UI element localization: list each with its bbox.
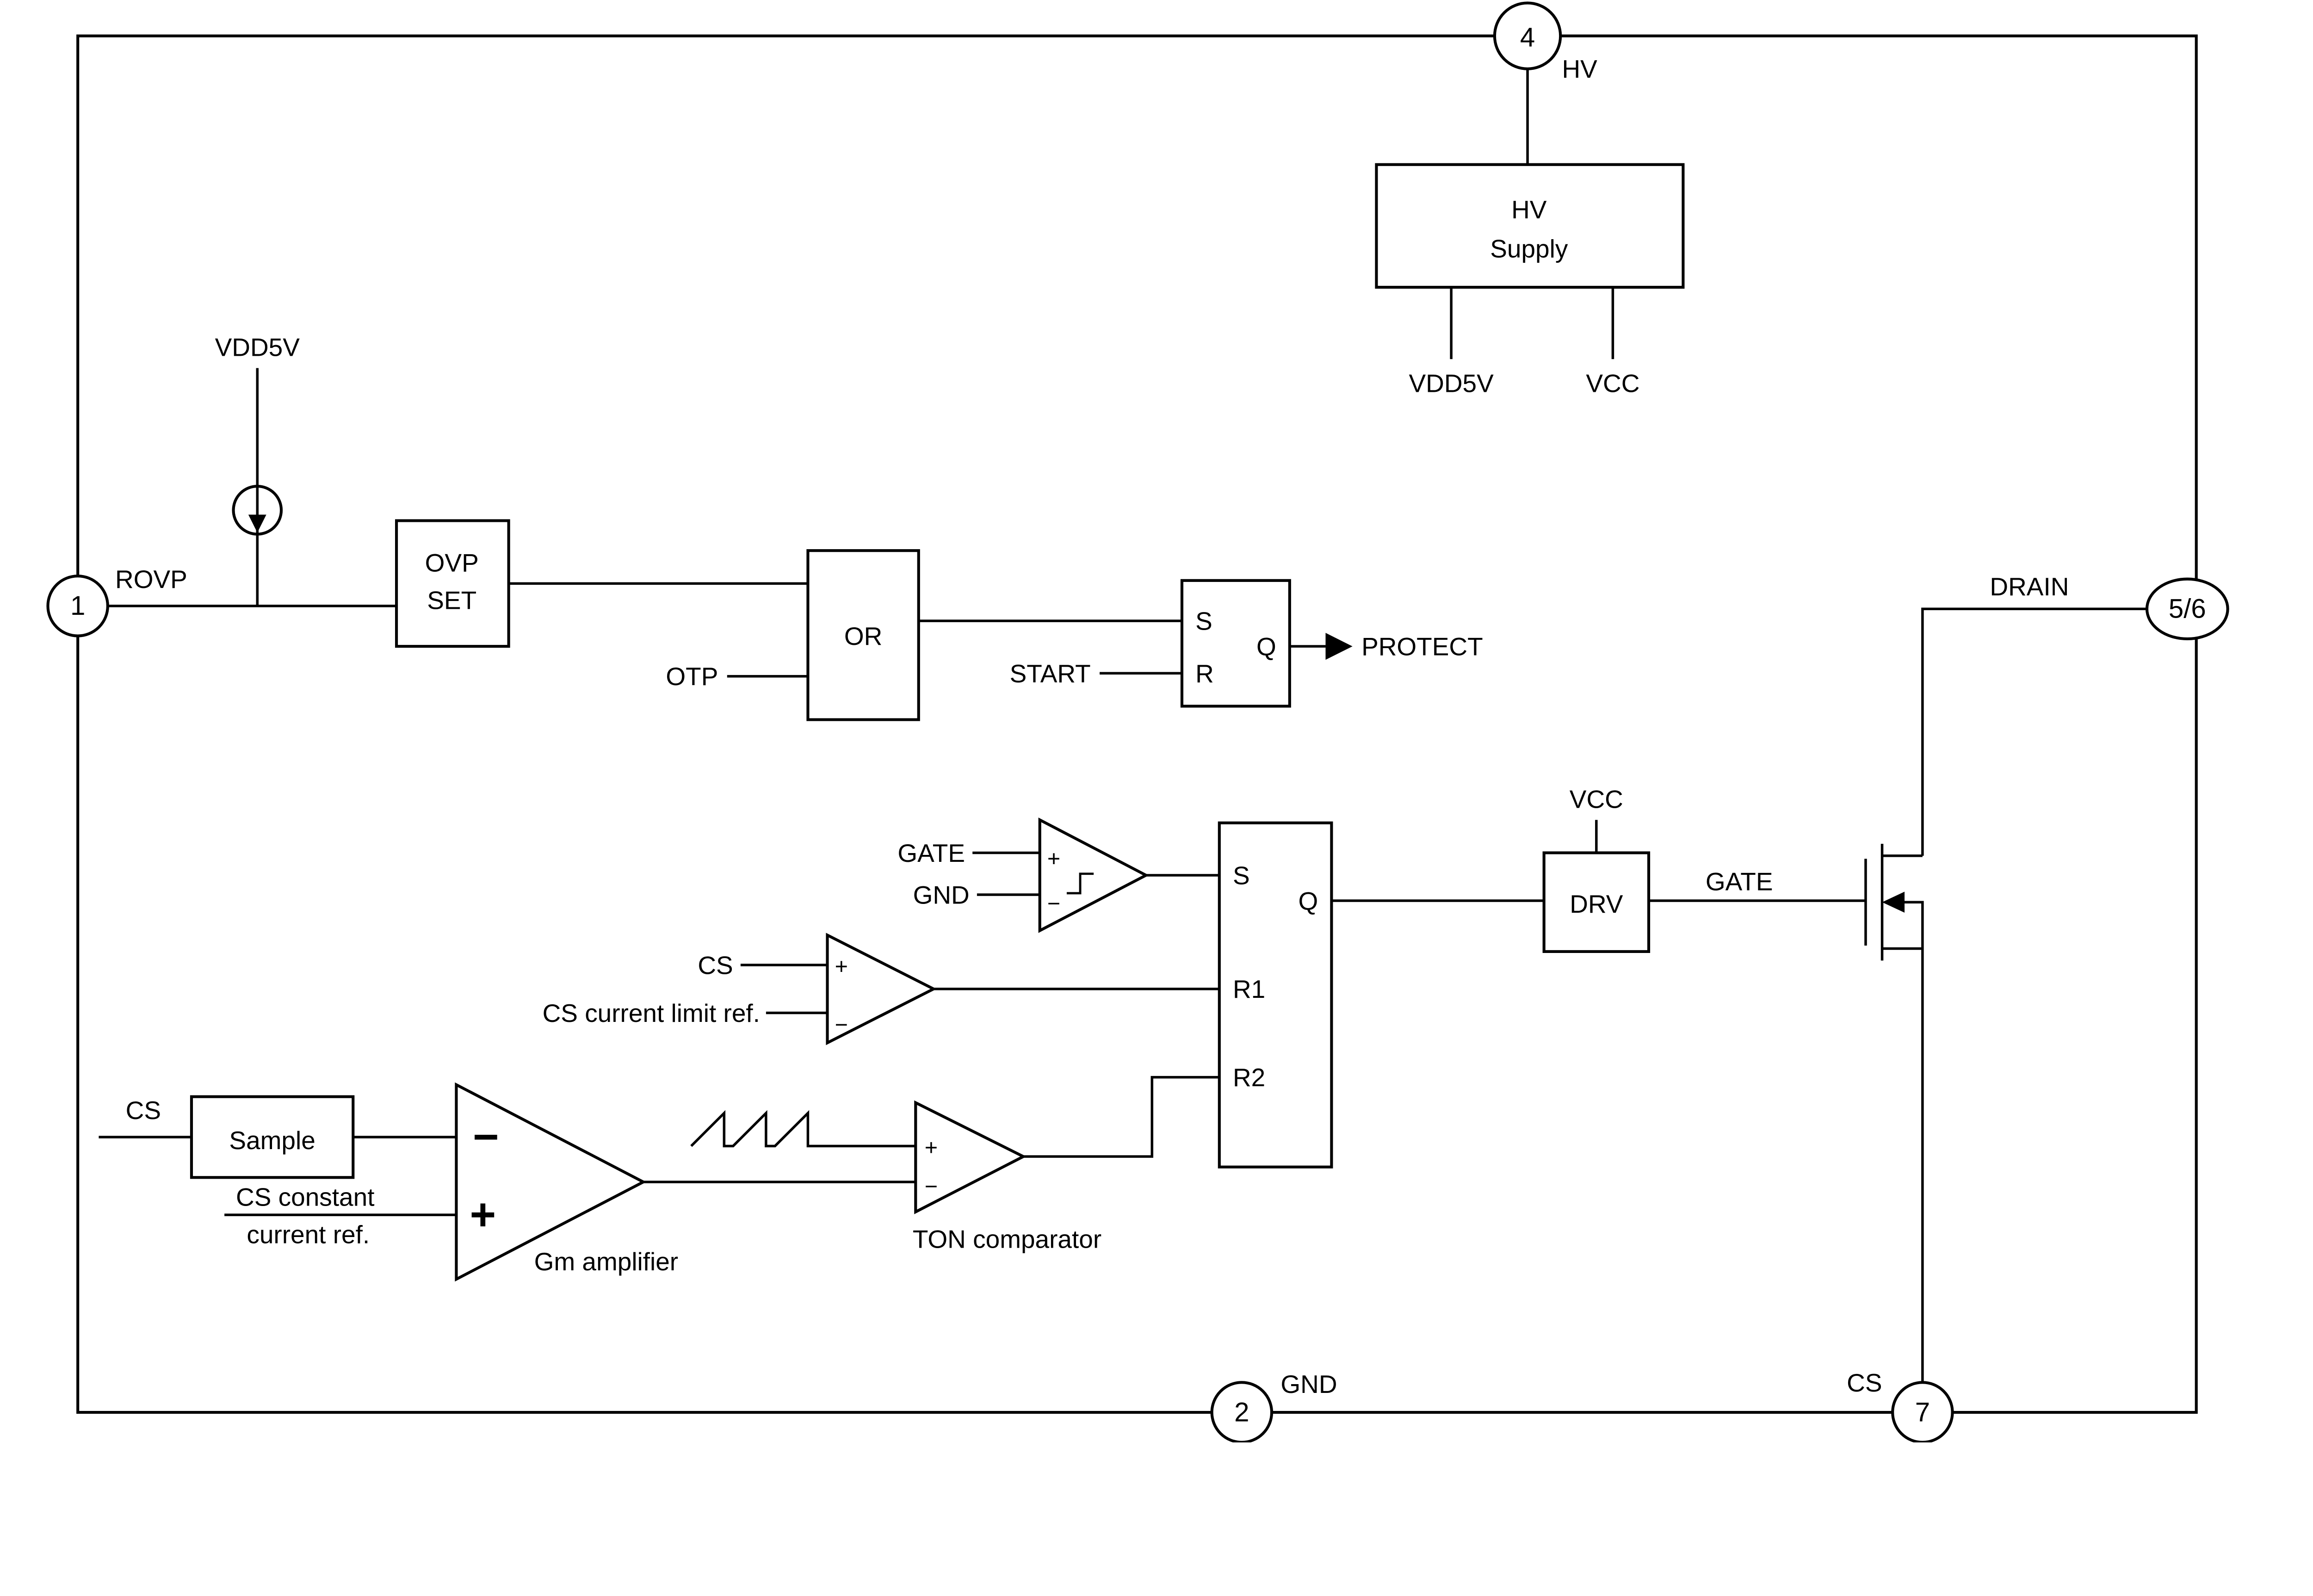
ton-comp-minus: − xyxy=(925,1174,938,1199)
gm-plus: + xyxy=(470,1189,496,1239)
ic-boundary xyxy=(76,34,2198,1414)
block-diagram: 4 HV HV Supply VDD5V VCC 1 ROVP VDD5V OV… xyxy=(46,1,2229,1442)
cs-comp-plus: + xyxy=(835,954,848,979)
gm-amplifier-triangle xyxy=(455,1082,647,1282)
vdd5v-rail-label: VDD5V xyxy=(1409,369,1494,397)
pin-4-number: 4 xyxy=(1520,22,1535,52)
hv-supply-title-line1: HV xyxy=(1511,195,1547,224)
protect-latch-r: R xyxy=(1195,659,1214,688)
ton-comparator-label: TON comparator xyxy=(913,1225,1101,1253)
hysteresis-icon xyxy=(1066,872,1094,895)
cs-sample-label: CS xyxy=(126,1096,161,1125)
protect-label: PROTECT xyxy=(1361,632,1483,661)
sample-label: Sample xyxy=(229,1126,315,1155)
ton-comparator-triangle xyxy=(914,1100,1027,1214)
protect-arrow-icon xyxy=(1325,633,1353,660)
pwm-latch-q: Q xyxy=(1299,886,1318,915)
mosfet-body-tie xyxy=(1903,901,1924,949)
sawtooth-waveform-icon xyxy=(690,1110,916,1148)
pwm-latch-r1: R1 xyxy=(1233,975,1265,1003)
gate-comp-plus: + xyxy=(1047,847,1060,872)
pin-1-label: ROVP xyxy=(115,565,187,594)
cs-comp-minus: − xyxy=(835,1013,848,1038)
start-label: START xyxy=(1010,659,1091,688)
drv-label: DRV xyxy=(1570,890,1623,918)
gm-amplifier-label: Gm amplifier xyxy=(534,1247,679,1276)
gnd-feedback-label: GND xyxy=(913,880,970,909)
ovp-set-label-line2: SET xyxy=(427,586,476,614)
protect-latch-s: S xyxy=(1195,607,1212,636)
diagram-canvas: 4 HV HV Supply VDD5V VCC 1 ROVP VDD5V OV… xyxy=(46,1,2229,1442)
pin-56-number: 5/6 xyxy=(2169,594,2206,624)
pin-4-circle xyxy=(1493,1,1562,70)
pin-7-number: 7 xyxy=(1915,1397,1930,1427)
ovp-set-block xyxy=(395,519,510,648)
ton-comp-plus: + xyxy=(925,1135,938,1160)
vdd5v-source-label: VDD5V xyxy=(215,333,300,362)
mosfet-body-arrow-icon xyxy=(1882,891,1905,913)
pin-2-circle xyxy=(1210,1381,1274,1442)
sample-block xyxy=(190,1095,355,1179)
pin-7-label: CS xyxy=(1847,1368,1882,1397)
pin-4-label: HV xyxy=(1562,55,1597,83)
cs-const-ref-line2: current ref. xyxy=(247,1220,370,1249)
pin-1-number: 1 xyxy=(70,591,85,621)
mosfet-symbol xyxy=(1864,844,1924,961)
current-source-arrow-icon xyxy=(248,514,266,533)
vcc-drv-label: VCC xyxy=(1570,785,1623,813)
drv-block xyxy=(1542,851,1651,953)
gate-feedback-label: GATE xyxy=(897,839,965,867)
otp-label: OTP xyxy=(666,662,718,691)
hv-supply-block xyxy=(1375,163,1685,289)
pwm-latch-block xyxy=(1218,821,1333,1169)
pin-56-label: DRAIN xyxy=(1990,572,2069,601)
protect-latch-q: Q xyxy=(1256,632,1276,661)
pin-7-circle xyxy=(1891,1381,1954,1442)
cs-limit-label: CS xyxy=(698,951,733,979)
gate-comparator-triangle xyxy=(1038,817,1150,933)
vcc-rail-label: VCC xyxy=(1586,369,1639,397)
gm-minus: − xyxy=(473,1111,499,1162)
cs-limit-comparator-triangle xyxy=(826,933,937,1045)
ovp-set-label-line1: OVP xyxy=(425,548,479,577)
pin-2-label: GND xyxy=(1280,1370,1337,1398)
or-gate-label: OR xyxy=(844,622,882,650)
pin-5-6-ellipse xyxy=(2145,577,2229,641)
pwm-latch-s: S xyxy=(1233,861,1250,890)
protect-latch-block xyxy=(1180,579,1291,708)
pin-1-circle xyxy=(46,575,109,637)
or-gate-block xyxy=(806,549,920,721)
hv-supply-title-line2: Supply xyxy=(1490,234,1568,263)
wire-drain-pin56 xyxy=(1921,607,2149,856)
pwm-latch-r2: R2 xyxy=(1233,1063,1265,1092)
pin-2-number: 2 xyxy=(1234,1397,1249,1427)
gate-comp-minus: − xyxy=(1047,891,1060,916)
gate-output-label: GATE xyxy=(1706,867,1773,896)
cs-limit-ref-label: CS current limit ref. xyxy=(543,999,760,1027)
cs-const-ref-line1: CS constant xyxy=(236,1183,374,1212)
wire-ton-r2 xyxy=(1023,1076,1219,1158)
